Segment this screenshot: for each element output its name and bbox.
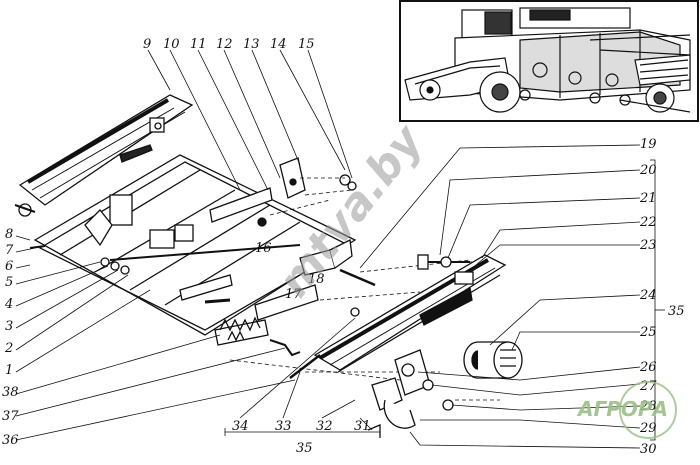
callout-5: 5 [5, 275, 13, 290]
callout-4: 4 [4, 297, 13, 312]
watermark-brand-text: АГРОРА [576, 397, 668, 421]
callout-30: 30 [640, 442, 657, 457]
callout-29: 29 [639, 421, 657, 436]
callout-numbers: 9 10 11 12 13 14 15 8 7 6 5 4 3 2 1 38 3… [2, 37, 685, 457]
callout-23: 23 [639, 238, 657, 253]
callout-37: 37 [2, 409, 19, 424]
callout-8: 8 [5, 227, 13, 242]
callout-34: 34 [232, 419, 249, 434]
callout-6: 6 [5, 259, 13, 274]
callout-17: 17 [285, 287, 302, 302]
callout-11: 11 [190, 37, 207, 52]
callout-3: 3 [5, 319, 13, 334]
callout-24: 24 [639, 288, 657, 303]
callout-10: 10 [163, 37, 180, 52]
callout-32: 32 [316, 419, 333, 434]
callout-9: 9 [143, 37, 151, 52]
leader-lines [15, 49, 665, 449]
callout-19: 19 [640, 137, 657, 152]
watermark-brand-circle [619, 381, 677, 439]
callout-21: 21 [639, 191, 657, 206]
callout-15: 15 [298, 37, 315, 52]
callout-12: 12 [216, 37, 233, 52]
callout-18: 18 [308, 272, 325, 287]
callout-14: 14 [270, 37, 287, 52]
watermark-brand: АГРОРА [576, 381, 677, 439]
callout-16: 16 [255, 241, 272, 256]
callout-25: 25 [639, 325, 657, 340]
callout-31: 31 [354, 419, 371, 434]
frame-assembly [14, 94, 357, 357]
callout-2: 2 [4, 341, 13, 356]
callout-7: 7 [5, 243, 14, 258]
group-label-right: 35 [668, 304, 685, 319]
callout-1: 1 [5, 363, 13, 378]
callout-22: 22 [639, 215, 657, 230]
callout-36: 36 [2, 433, 19, 448]
callout-20: 20 [639, 163, 657, 178]
beam-assembly [289, 254, 523, 438]
combine-inset [399, 0, 699, 122]
callout-33: 33 [275, 419, 292, 434]
callout-13: 13 [243, 37, 260, 52]
callout-28: 28 [639, 399, 657, 414]
callout-38: 38 [2, 385, 19, 400]
callout-26: 26 [639, 360, 657, 375]
group-label-bottom: 35 [296, 441, 313, 456]
